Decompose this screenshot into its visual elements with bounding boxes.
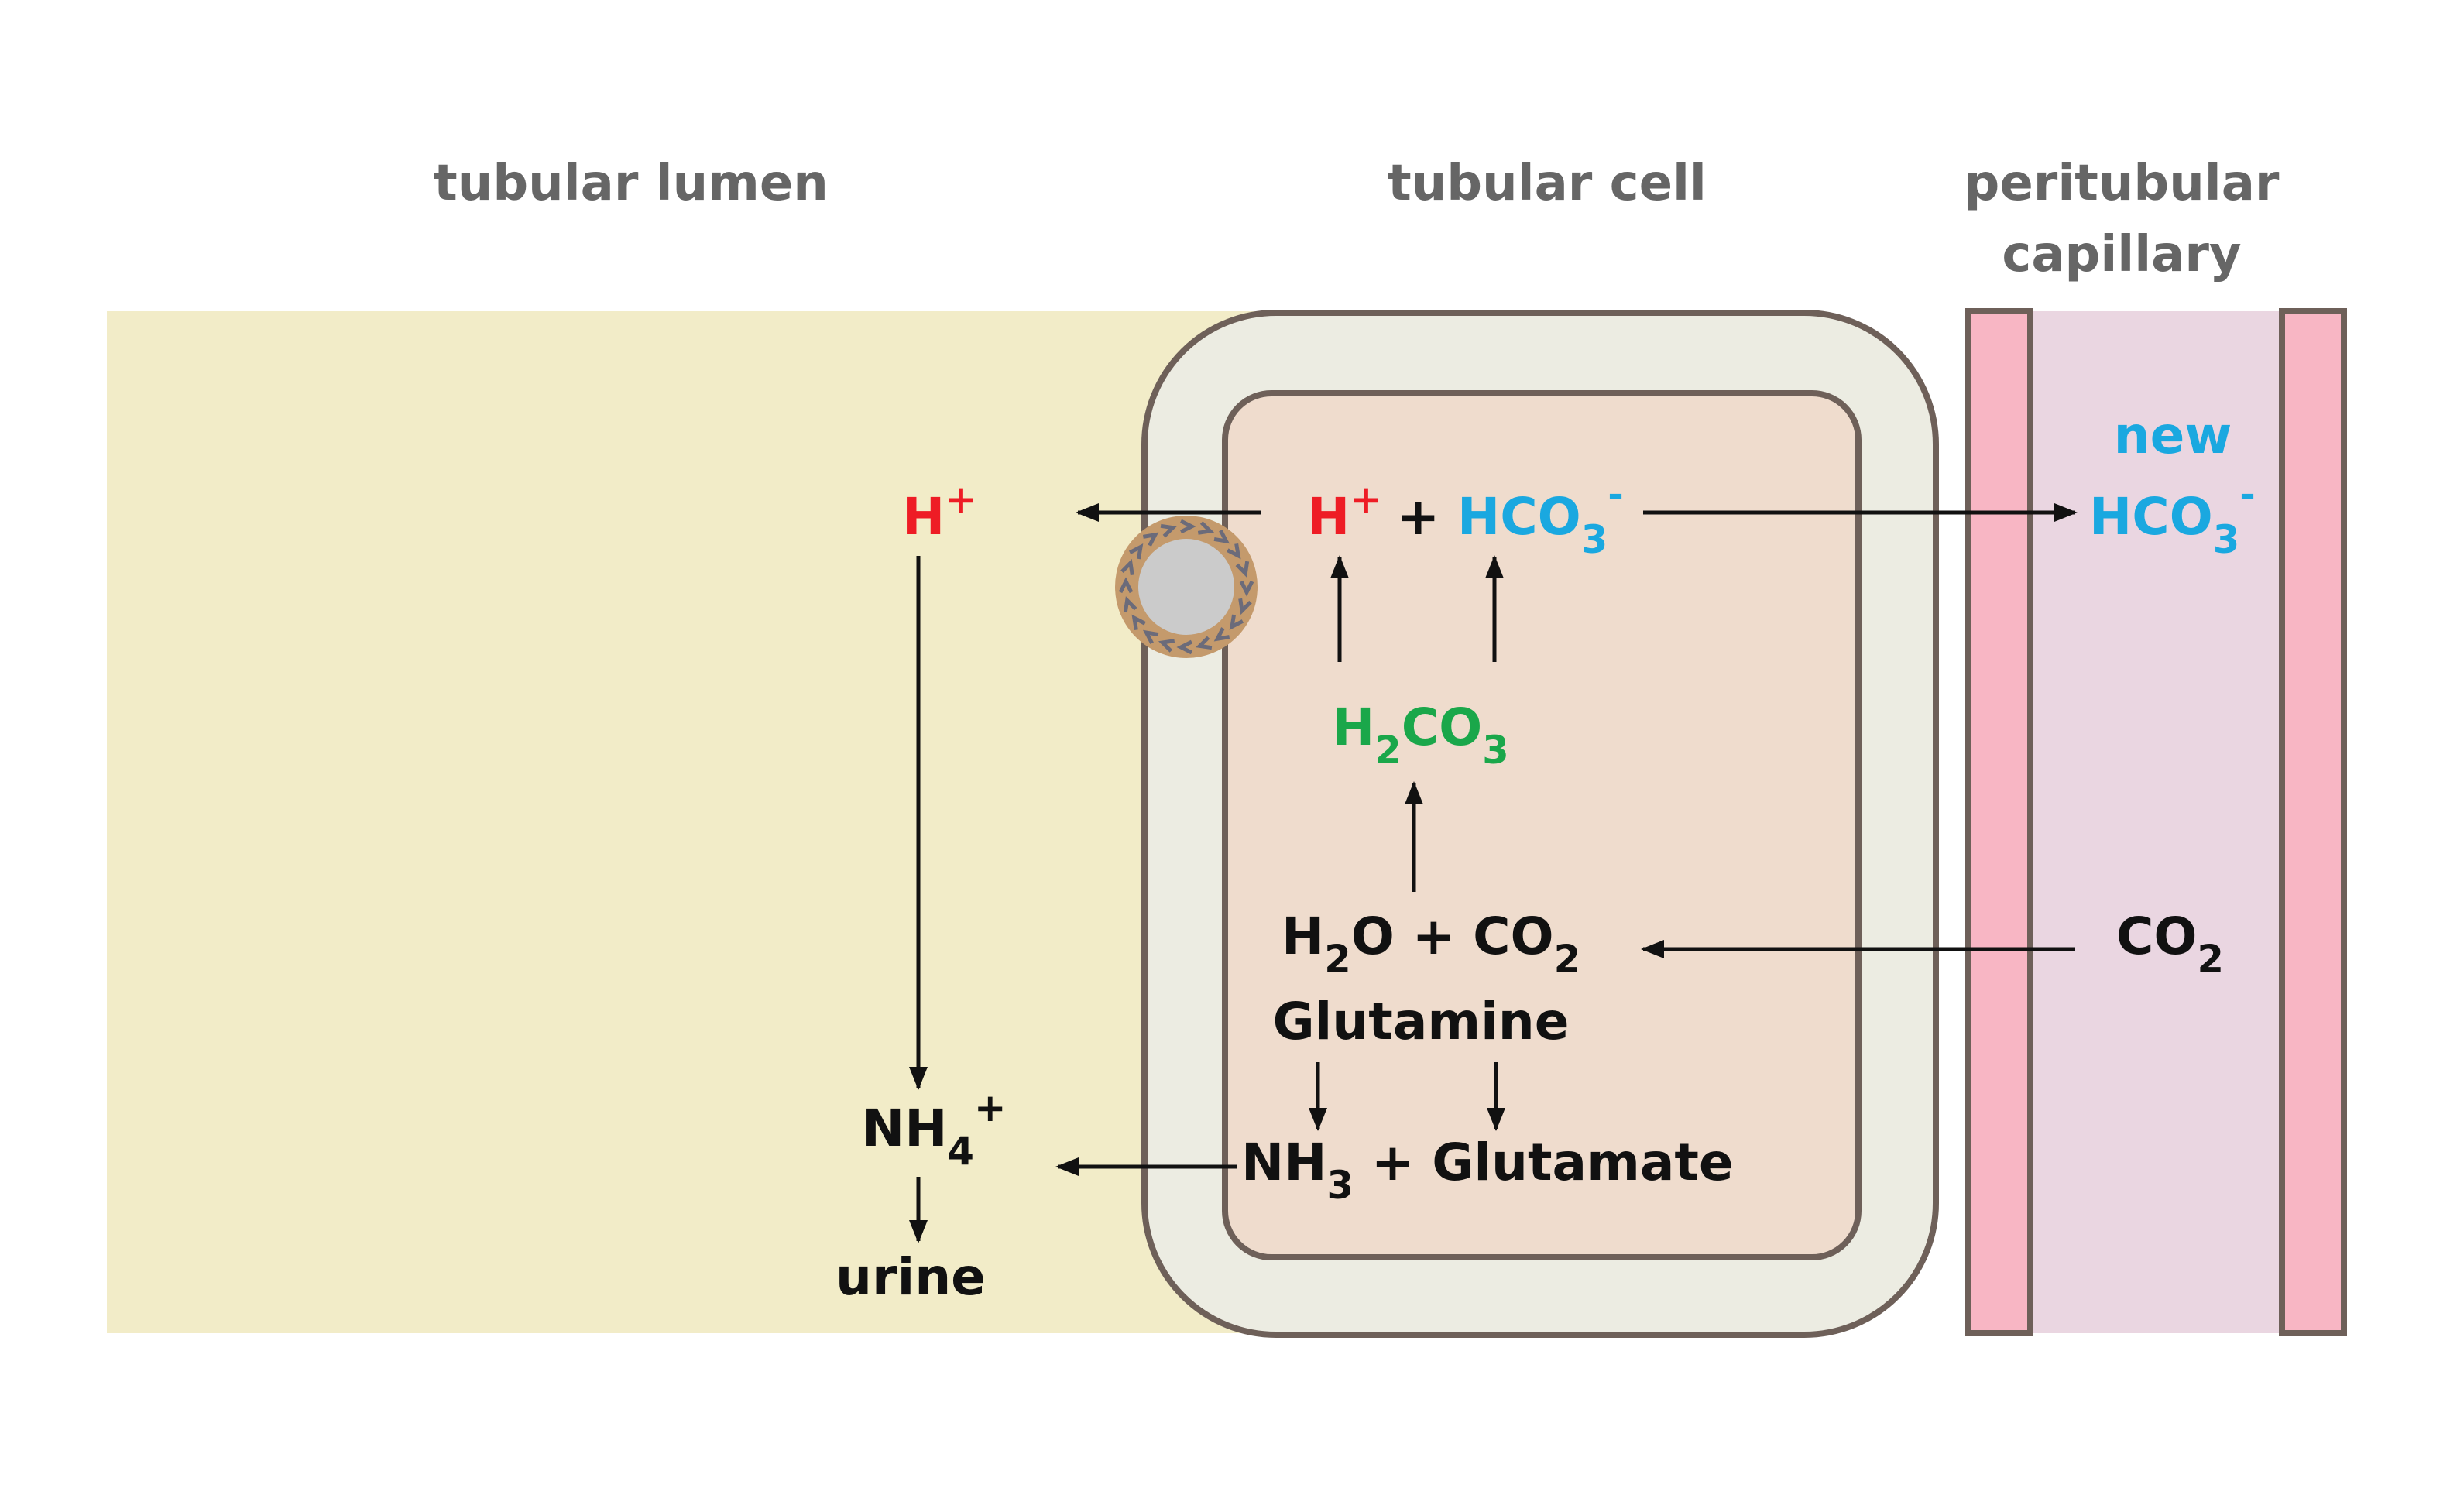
new-label: new: [2114, 406, 2232, 465]
transporter-chevron: [1131, 614, 1146, 631]
transporter-chevron: [1123, 596, 1138, 613]
glutamine: Glutamine: [1272, 992, 1569, 1051]
arrows: [909, 503, 2078, 1243]
transporter-chevron: [1179, 519, 1196, 534]
h2o-co2: H2O + CO2: [1282, 907, 1580, 982]
h2co3: H2CO3: [1332, 698, 1509, 773]
transporter-chevron: [1160, 523, 1177, 538]
transporter-chevron: [1142, 629, 1159, 645]
transporter-chevron: [1197, 521, 1215, 535]
tubular-cell-inner: [1222, 390, 1862, 1260]
co2-capillary: CO2: [2116, 907, 2224, 982]
transporter-chevron: [1239, 580, 1254, 597]
transporter-chevron: [1229, 614, 1244, 631]
transporter-icon: [1115, 516, 1258, 658]
transporter-chevron: [1118, 577, 1134, 594]
transporter-chevron: [1196, 636, 1213, 650]
urine-label: urine: [836, 1247, 986, 1307]
transporter-chevron: [1120, 558, 1134, 576]
hco3-new: HCO3-: [2089, 472, 2256, 562]
lumen-region: [107, 311, 1268, 1333]
transporter-chevron: [1238, 598, 1252, 615]
transporter-chevron: [1213, 529, 1230, 544]
nh3-glutamate: NH3 + Glutamate: [1241, 1133, 1734, 1208]
transporter-chevron: [1213, 627, 1230, 642]
transporter-chevron: [1128, 543, 1144, 560]
transporter-chevron: [1176, 639, 1193, 655]
nh4-plus: NH4+: [862, 1085, 1006, 1174]
header-tubular-cell: tubular cell: [1388, 155, 1707, 212]
capillary-wall-right: [2279, 308, 2347, 1336]
capillary-region: [1999, 311, 2294, 1333]
capillary-wall-left: [1965, 308, 2033, 1336]
transporter-chevron: [1158, 639, 1175, 653]
plus-sign-top: +: [1397, 487, 1439, 547]
transporter-chevron: [1227, 543, 1241, 560]
header-peritubular: peritubular: [1964, 155, 2280, 212]
hco3-cell: HCO3-: [1457, 472, 1624, 562]
h-plus-cell: H+: [1307, 477, 1382, 547]
header-capillary: capillary: [2002, 226, 2241, 283]
h-plus-lumen: H+: [902, 477, 977, 547]
header-tubular-lumen: tubular lumen: [434, 155, 829, 212]
transporter-chevron: [1235, 561, 1250, 578]
transporter-chevron: [1142, 532, 1159, 547]
